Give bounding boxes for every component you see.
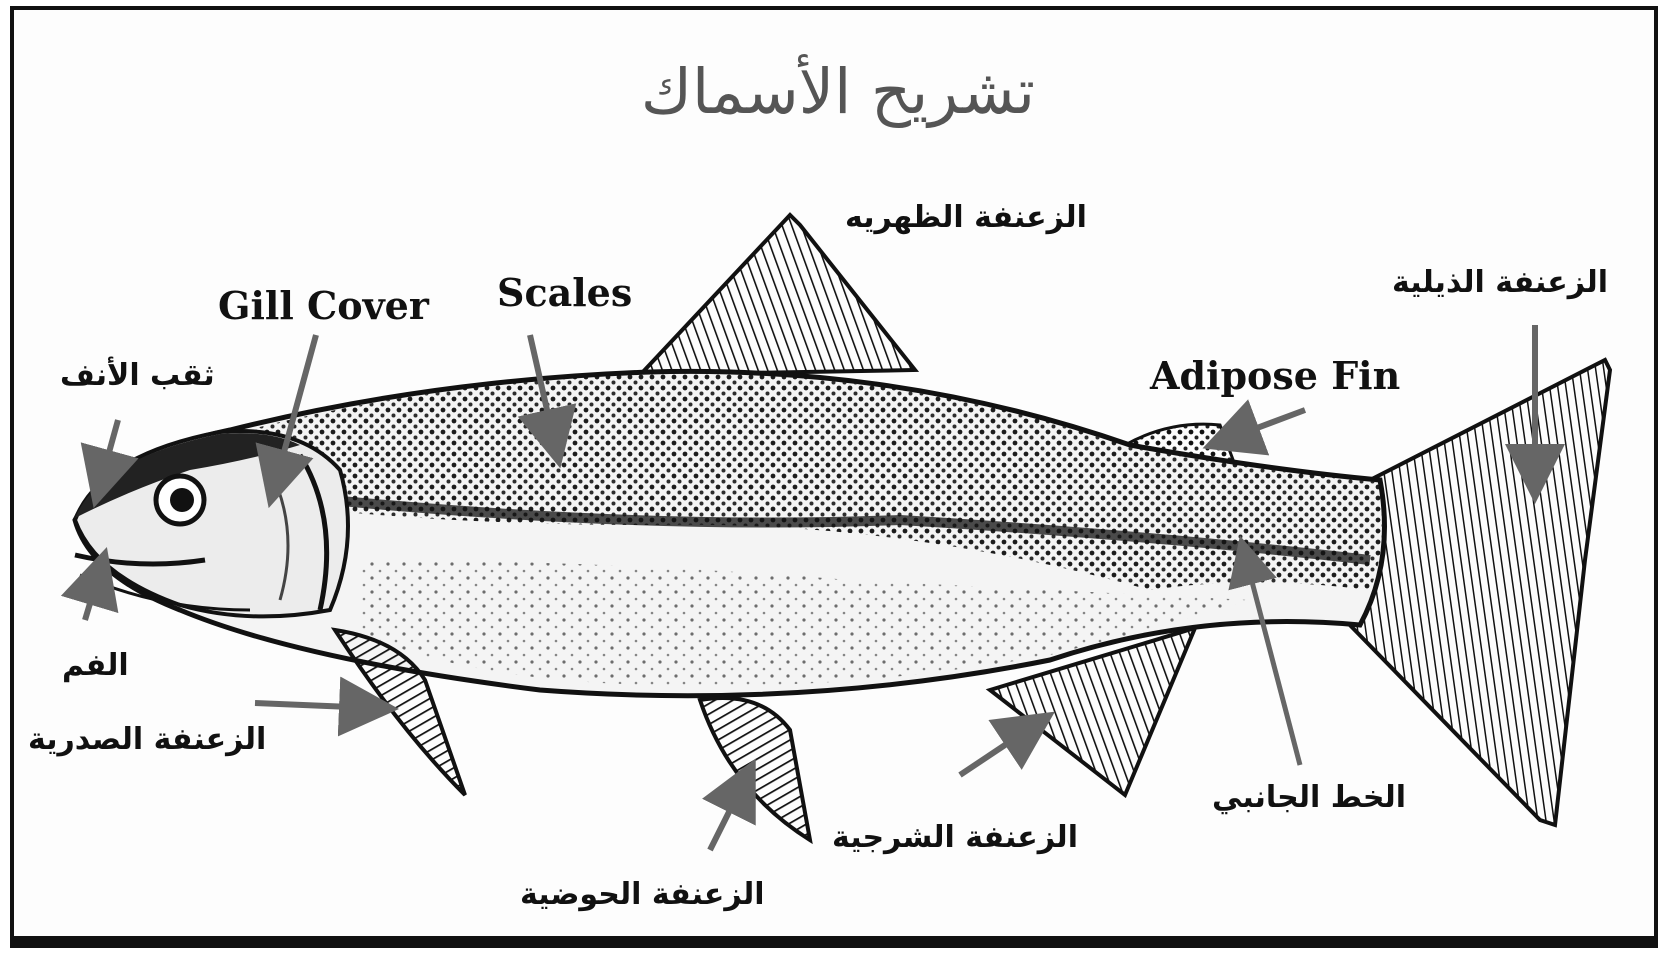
label-gill-cover: Gill Cover bbox=[218, 283, 429, 328]
label-caudal-fin: الزعنفة الذيلية bbox=[1392, 265, 1608, 300]
arrow-pectoral bbox=[255, 703, 375, 708]
label-pectoral-fin: الزعنفة الصدرية bbox=[28, 722, 266, 757]
label-mouth: الفم bbox=[62, 648, 129, 683]
arrow-anal bbox=[960, 725, 1035, 775]
arrow-pelvic bbox=[710, 780, 745, 850]
label-pelvic-fin: الزعنفة الحوضية bbox=[520, 877, 765, 912]
label-nostril: ثقب الأنف bbox=[60, 358, 215, 393]
label-anal-fin: الزعنفة الشرجية bbox=[832, 820, 1078, 855]
label-scales: Scales bbox=[497, 270, 632, 315]
pelvic-fin-shape bbox=[700, 698, 810, 840]
label-lateral-line: الخط الجانبي bbox=[1212, 780, 1406, 815]
arrow-adipose bbox=[1225, 410, 1305, 440]
dorsal-fin-shape bbox=[640, 215, 915, 375]
caudal-fin-shape bbox=[1345, 360, 1610, 825]
label-adipose-fin: Adipose Fin bbox=[1150, 353, 1400, 398]
label-dorsal-fin: الزعنفة الظهريه bbox=[845, 200, 1087, 235]
fish-pupil bbox=[170, 488, 194, 512]
